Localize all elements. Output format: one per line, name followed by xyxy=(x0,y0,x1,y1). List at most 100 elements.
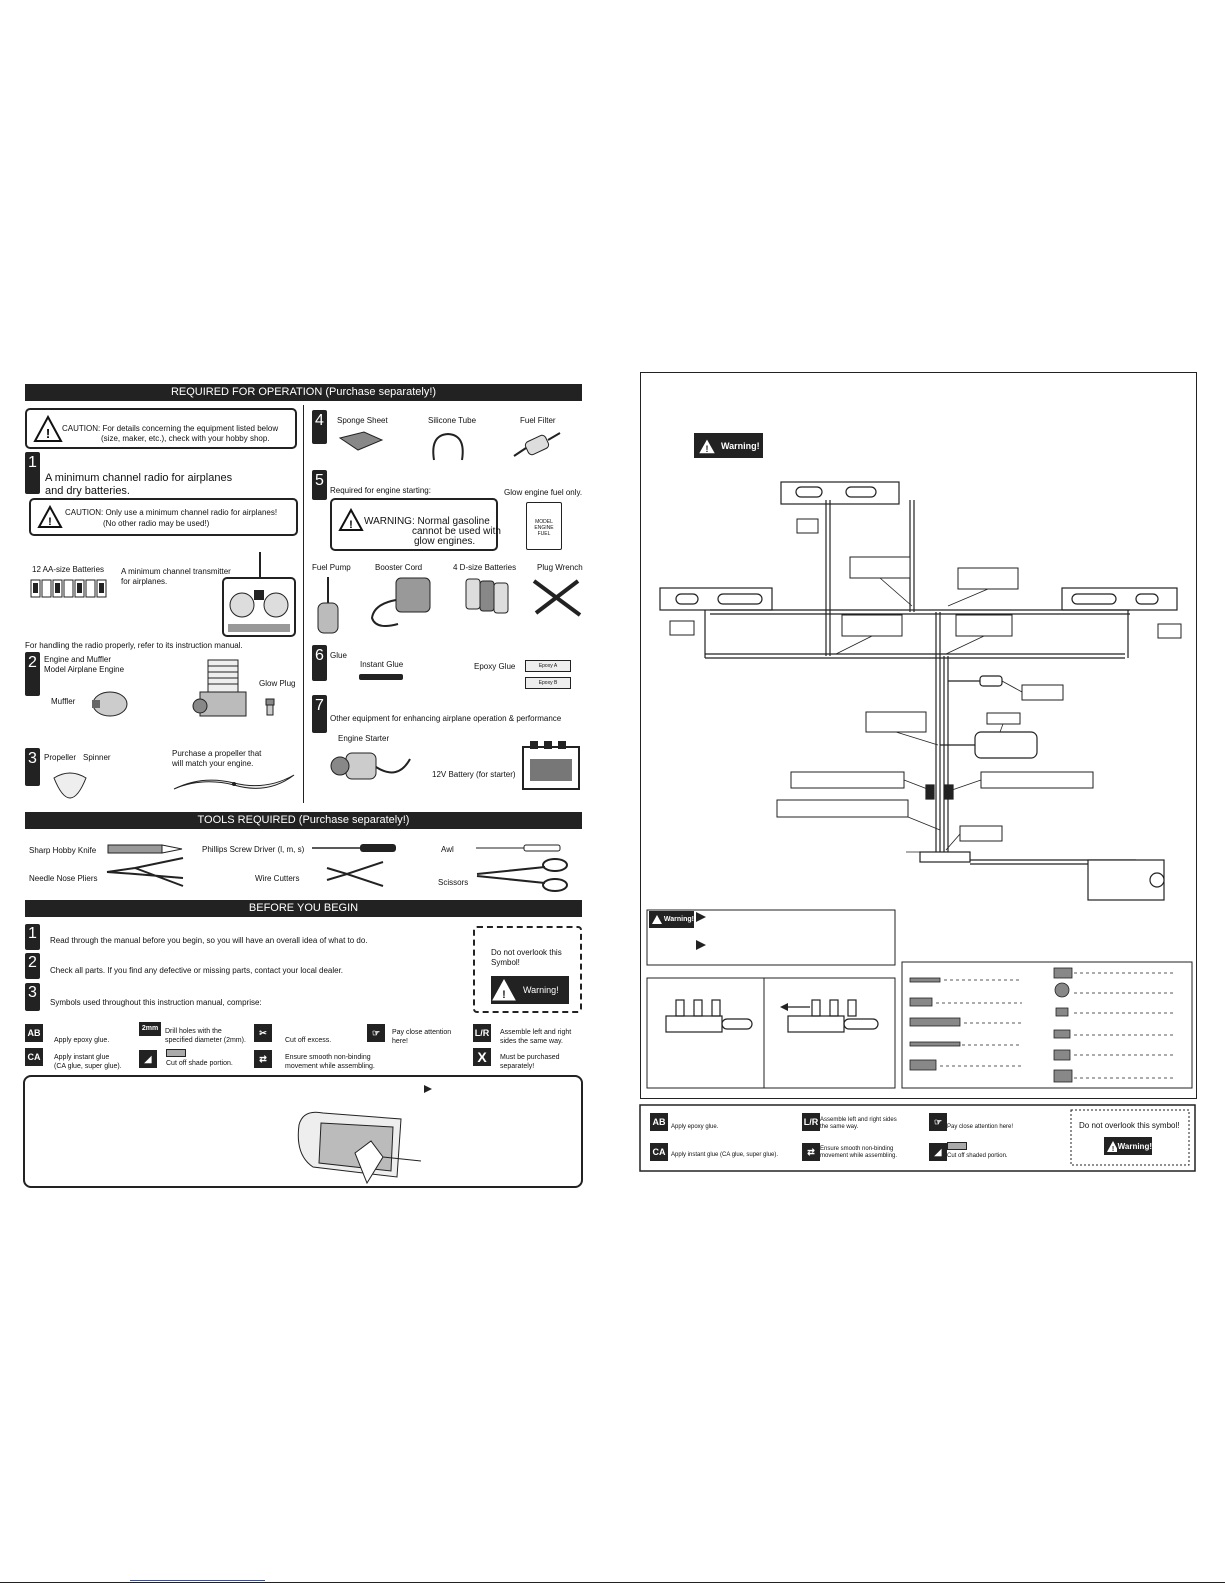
legend-pointing-hand-icon: ☞ xyxy=(929,1113,947,1131)
propeller-icon xyxy=(173,774,295,790)
notes-warning-text: Warning! xyxy=(663,916,694,923)
warning-triangle-icon: ! xyxy=(492,978,516,1001)
d-batteries-label: 4 D-size Batteries xyxy=(453,563,517,572)
legend-overlook-label: Do not overlook this symbol! xyxy=(1079,1121,1180,1130)
linkage-warning-badge: ! Warning! xyxy=(694,433,763,458)
muffler-label: Muffler xyxy=(51,697,76,706)
overlook-symbol-box: Do not overlook this Symbol! ! Warning! xyxy=(473,926,582,1013)
gasoline-warning-line1: WARNING: Normal gasoline xyxy=(364,516,490,527)
warning-triangle-icon: ! xyxy=(696,435,718,455)
caution-icon: ! xyxy=(37,505,63,528)
scissors-icon xyxy=(476,858,568,892)
aa-batteries-label: 12 AA-size Batteries xyxy=(32,565,105,574)
legend-instant-glue-icon: CA xyxy=(650,1143,668,1161)
propeller-label: Propeller xyxy=(44,753,77,762)
svg-text:!: ! xyxy=(1112,1146,1114,1153)
sponge-label: Sponge Sheet xyxy=(337,416,388,425)
plug-wrench-icon xyxy=(532,579,582,617)
svg-text:!: ! xyxy=(706,444,709,454)
fuel-can-text1: MODEL xyxy=(535,519,553,525)
glue-label: Glue xyxy=(330,651,347,660)
glow-plug-icon xyxy=(265,698,275,716)
awl-icon xyxy=(476,844,561,852)
drill-symbol-line1: Drill holes with the xyxy=(165,1028,222,1035)
transmitter-line2: for airplanes. xyxy=(121,577,168,586)
step2-text: Check all parts. If you find any defecti… xyxy=(50,966,344,975)
hobby-knife-label: Sharp Hobby Knife xyxy=(29,846,97,855)
muffler-icon xyxy=(92,691,128,717)
smooth-line1: Ensure smooth non-binding xyxy=(285,1054,371,1061)
spinner-icon xyxy=(53,772,87,799)
tools-header: TOOLS REQUIRED (Purchase separately!) xyxy=(25,812,582,829)
wire-cutters-icon xyxy=(326,861,384,887)
silicone-tube-icon xyxy=(432,432,464,461)
warning-triangle-icon: ! xyxy=(338,508,364,531)
screwdriver-label: Phillips Screw Driver (l, m, s) xyxy=(202,845,305,854)
step1-text: Read through the manual before you begin… xyxy=(50,936,368,945)
instant-glue-label: Instant Glue xyxy=(360,660,404,669)
legend-smooth-movement-icon: ⇄ xyxy=(802,1143,820,1161)
transmitter-icon xyxy=(222,552,296,637)
purchase-line1: Must be purchased xyxy=(500,1054,560,1061)
attention-line2: here! xyxy=(392,1038,408,1045)
fuel-can-text3: FUEL xyxy=(537,531,551,537)
engine-starter-icon xyxy=(330,752,411,780)
notes-warning-badge: Warning! xyxy=(649,911,694,928)
overlook-warning-badge: ! Warning! xyxy=(491,976,569,1004)
item1-line2: and dry batteries. xyxy=(45,485,130,497)
legend-smooth-line1: Ensure smooth non-binding xyxy=(820,1146,894,1152)
svg-text:!: ! xyxy=(48,516,52,528)
propeller-purchase-line2: will match your engine. xyxy=(172,759,254,768)
smooth-line2: movement while assembling. xyxy=(285,1063,375,1070)
caution-general-line1: CAUTION: For details concerning the equi… xyxy=(62,424,279,433)
attention-line1: Pay close attention xyxy=(392,1029,452,1036)
fuel-pump-label: Fuel Pump xyxy=(312,563,351,572)
right-page-frame xyxy=(640,372,1197,1099)
item6-number: 6 xyxy=(312,645,327,681)
screwdriver-icon xyxy=(312,844,396,852)
item2-line1: Engine and Muffler xyxy=(44,655,112,664)
instant-symbol-line1: Apply instant glue xyxy=(54,1054,110,1061)
epoxy-b-tube-icon: Epoxy B xyxy=(525,677,571,689)
epoxy-b-text: Epoxy B xyxy=(538,680,558,686)
hobby-knife-icon xyxy=(107,844,183,854)
covering-tip-box xyxy=(23,1075,583,1188)
aa-batteries-icon xyxy=(30,579,107,598)
left-right-line2: sides the same way. xyxy=(500,1038,563,1045)
fuel-can-icon: MODEL ENGINE FUEL xyxy=(526,502,562,550)
radio-handling-note: For handling the radio properly, refer t… xyxy=(25,641,243,650)
tools-header-note: (Purchase separately!) xyxy=(298,814,410,826)
step2-number: 2 xyxy=(25,953,40,979)
footer-link-underline xyxy=(130,1580,265,1581)
overlook-warning-text: Warning! xyxy=(523,985,559,995)
svg-text:!: ! xyxy=(46,426,50,441)
overlook-line1: Do not overlook this xyxy=(491,948,562,957)
legend-warning-text: Warning! xyxy=(1117,1141,1152,1151)
shade-cut-icon: ◢ xyxy=(139,1050,157,1068)
d-batteries-icon xyxy=(465,578,509,614)
arrow-right-icon xyxy=(424,1085,432,1093)
awl-label: Awl xyxy=(441,845,454,854)
drill-symbol-line2: specified diameter (2mm). xyxy=(165,1037,246,1044)
caution-radio-line2: (No other radio may be used!) xyxy=(103,519,210,528)
instant-symbol-line2: (CA glue, super glue). xyxy=(54,1063,122,1070)
propeller-purchase-line1: Purchase a propeller that xyxy=(172,749,262,758)
legend-warning-badge: ! Warning! xyxy=(1104,1137,1152,1155)
gasoline-warning-line2: cannot be used with xyxy=(412,526,501,537)
step3-text: Symbols used throughout this instruction… xyxy=(50,998,262,1007)
scissors-label: Scissors xyxy=(438,878,469,887)
step1-number: 1 xyxy=(25,924,40,950)
legend-shade-label: Cut off shaded portion. xyxy=(947,1153,1008,1159)
left-right-icon: L/R xyxy=(473,1024,491,1042)
engine-starter-label: Engine Starter xyxy=(338,734,390,743)
sponge-icon xyxy=(338,431,384,451)
required-header-title: REQUIRED FOR OPERATION xyxy=(170,386,323,398)
item2-number: 2 xyxy=(25,652,40,696)
wire-cutters-label: Wire Cutters xyxy=(255,874,300,883)
starter-battery-label: 12V Battery (for starter) xyxy=(432,770,516,779)
needle-nose-pliers-icon xyxy=(106,857,184,887)
fuel-filter-icon xyxy=(513,432,561,457)
tools-header-title: TOOLS REQUIRED xyxy=(197,814,296,826)
epoxy-symbol-icon: AB xyxy=(25,1024,43,1042)
